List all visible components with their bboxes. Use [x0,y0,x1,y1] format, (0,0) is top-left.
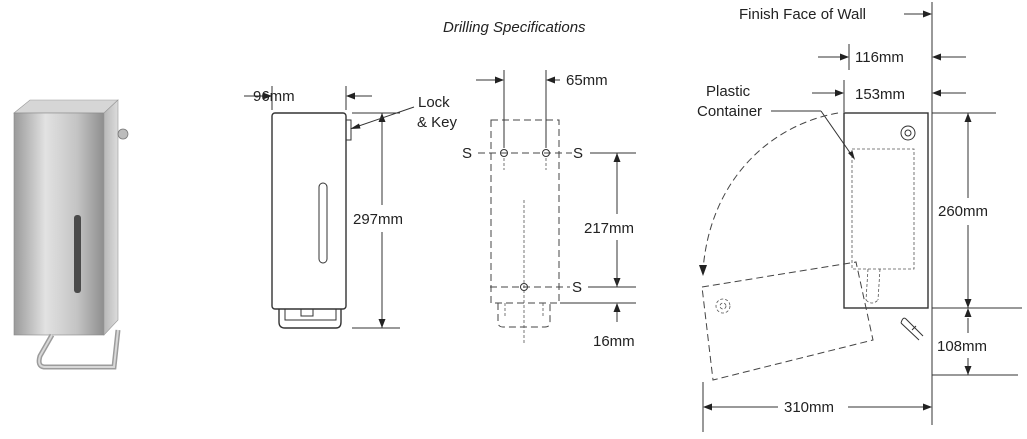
bottom-offset-label: 16mm [593,333,635,350]
drilling-title: Drilling Specifications [443,19,586,36]
depth-label-153: 153mm [855,86,905,103]
swing-label: 310mm [784,399,834,416]
screw-marker-right: S [573,145,583,162]
screw-marker-left: S [462,145,472,162]
depth-label-116: 116mm [855,49,904,66]
hole-spacing-label: 65mm [566,72,608,89]
wall-label: Finish Face of Wall [739,6,866,23]
front-width-label: 96mm [253,88,295,105]
side-height-label: 260mm [938,203,988,220]
front-view-drawing [244,86,415,329]
front-height-label: 297mm [353,211,403,228]
lock-label-line2: & Key [417,114,458,131]
container-label-line2: Container [697,103,762,120]
product-photo [13,99,129,370]
side-view-drawing [699,2,1022,432]
screw-marker-bottom: S [572,279,582,296]
vertical-spacing-label: 217mm [584,220,634,237]
lever-label: 108mm [937,338,987,355]
container-label-line1: Plastic [706,83,751,100]
lock-label-line1: Lock [418,94,450,111]
drilling-template [476,70,636,345]
